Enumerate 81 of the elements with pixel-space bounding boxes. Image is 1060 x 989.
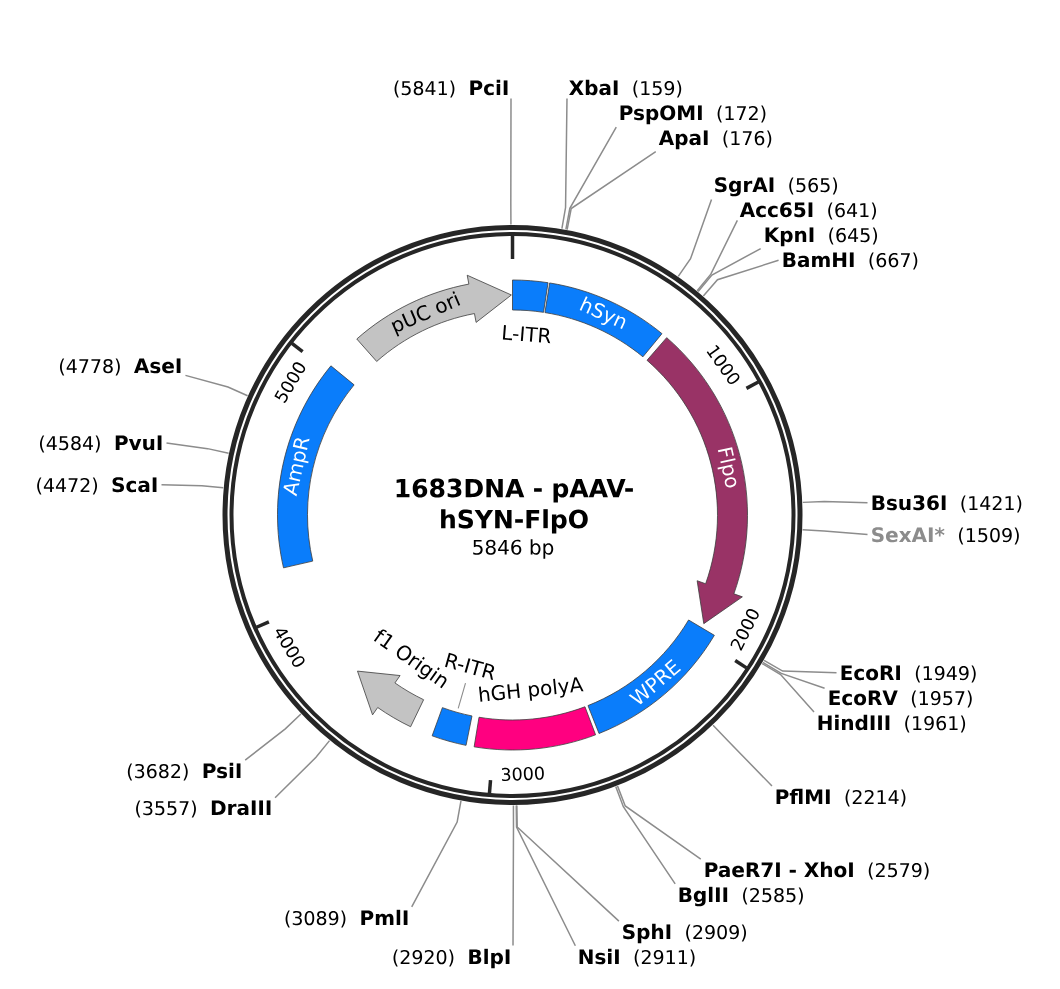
leader-line xyxy=(696,219,739,292)
leader-line xyxy=(677,198,713,278)
enzyme-name: PflMI xyxy=(776,788,830,804)
site-position: (667) xyxy=(869,252,918,270)
site-position: (5841) xyxy=(394,80,455,98)
enzyme-name: KpnI xyxy=(765,227,814,247)
site-position: (2920) xyxy=(393,949,454,967)
leader-line xyxy=(410,800,462,908)
site-position: (2909) xyxy=(686,924,747,942)
enzyme-name: AseI xyxy=(134,358,181,374)
site-position: (4584) xyxy=(40,435,100,453)
enzyme-name: BglII xyxy=(679,886,728,907)
leader-line xyxy=(160,484,225,489)
leader-line xyxy=(274,739,331,799)
site-position: (3089) xyxy=(285,910,346,928)
enzyme-name: DraIII xyxy=(211,800,271,816)
map-title: 1683DNA - pAAV-hSYN-FlpO xyxy=(396,478,633,534)
enzyme-name: PspOMI xyxy=(620,105,702,125)
site-position: (2911) xyxy=(634,949,695,967)
site-position: (1957) xyxy=(911,690,972,708)
sequence-length: 5846 bp xyxy=(473,539,554,559)
enzyme-name: HindIII xyxy=(818,714,890,731)
enzyme-name: Bsu36I xyxy=(872,495,946,511)
enzyme-name: EcoRI xyxy=(841,665,900,681)
enzyme-name: BlpI xyxy=(469,948,510,969)
leader-line xyxy=(614,785,676,885)
leader-line xyxy=(761,662,815,713)
site-position: (1949) xyxy=(915,665,976,683)
enzyme-name: EcoRV xyxy=(829,690,898,706)
leader-line xyxy=(244,713,302,761)
enzyme-name: SphI xyxy=(623,923,671,944)
enzyme-name: BamHI xyxy=(783,252,854,268)
site-position: (645) xyxy=(829,227,878,245)
tick-label: 3000 xyxy=(501,766,544,782)
leader-line xyxy=(457,682,467,709)
site-position: (565) xyxy=(789,177,838,195)
enzyme-name: PaeR7I - XhoI xyxy=(705,861,853,878)
leader-line xyxy=(712,724,773,787)
enzyme-name: PciI xyxy=(470,79,508,96)
enzyme-name: PmlI xyxy=(361,909,408,925)
leader-line xyxy=(561,97,568,230)
enzyme-name: SgrAI xyxy=(715,177,774,197)
enzyme-name: XbaI xyxy=(569,79,618,96)
site-position: (2214) xyxy=(845,789,906,807)
leader-line xyxy=(762,661,826,689)
site-position: (3682) xyxy=(127,763,188,781)
feature-label: R-ITR xyxy=(445,652,495,681)
leader-line xyxy=(802,500,869,504)
enzyme-name: ApaI xyxy=(658,130,708,150)
leader-line xyxy=(515,804,577,947)
leader-line xyxy=(616,785,702,860)
enzyme-name: Acc65I xyxy=(739,202,813,218)
enzyme-name: PvuI xyxy=(115,435,162,451)
leader-line xyxy=(801,529,869,536)
leader-line xyxy=(516,804,620,922)
site-position: (172) xyxy=(717,105,766,123)
site-position: (4472) xyxy=(37,477,98,495)
leader-line xyxy=(702,259,780,297)
site-position: (2585) xyxy=(743,887,803,905)
enzyme-name: SexAI* xyxy=(872,527,945,543)
site-position: (159) xyxy=(633,80,682,98)
enzyme-name: ScaI xyxy=(112,477,157,493)
leader-line xyxy=(566,150,657,231)
site-position: (1961) xyxy=(905,715,966,733)
site-position: (4778) xyxy=(59,358,120,376)
leader-line xyxy=(512,804,515,947)
site-position: (3557) xyxy=(136,800,196,818)
leader-line xyxy=(510,97,512,226)
leader-line xyxy=(184,374,249,397)
site-position: (176) xyxy=(723,130,772,148)
site-position: (641) xyxy=(828,202,876,220)
site-position: (1421) xyxy=(961,495,1022,513)
enzyme-name: NsiI xyxy=(579,948,619,965)
enzyme-name: PsiI xyxy=(203,762,241,779)
leader-line xyxy=(165,442,230,454)
leader-line xyxy=(565,126,617,231)
leader-line xyxy=(763,659,838,674)
site-position: (2579) xyxy=(868,862,929,880)
leader-line xyxy=(697,247,762,293)
site-position: (1509) xyxy=(959,527,1019,545)
feature-band xyxy=(431,707,473,746)
